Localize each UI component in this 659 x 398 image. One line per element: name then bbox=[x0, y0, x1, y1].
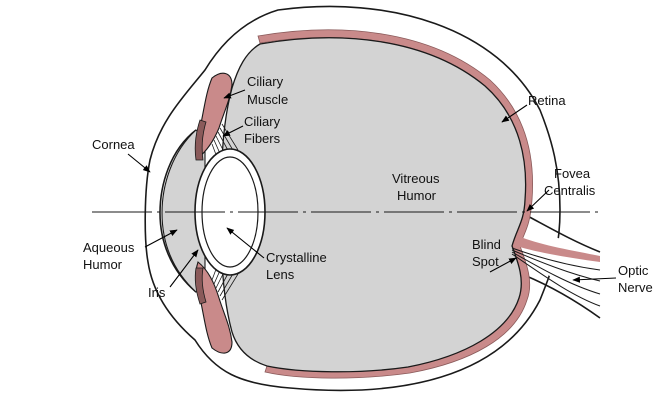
leader-cornea bbox=[128, 154, 150, 172]
label-optic-nerve: Optic Nerve bbox=[618, 263, 653, 295]
label-aqueous-humor: Aqueous Humor bbox=[83, 240, 138, 272]
label-cornea: Cornea bbox=[92, 137, 135, 152]
label-iris: Iris bbox=[148, 285, 166, 300]
label-retina: Retina bbox=[528, 93, 566, 108]
